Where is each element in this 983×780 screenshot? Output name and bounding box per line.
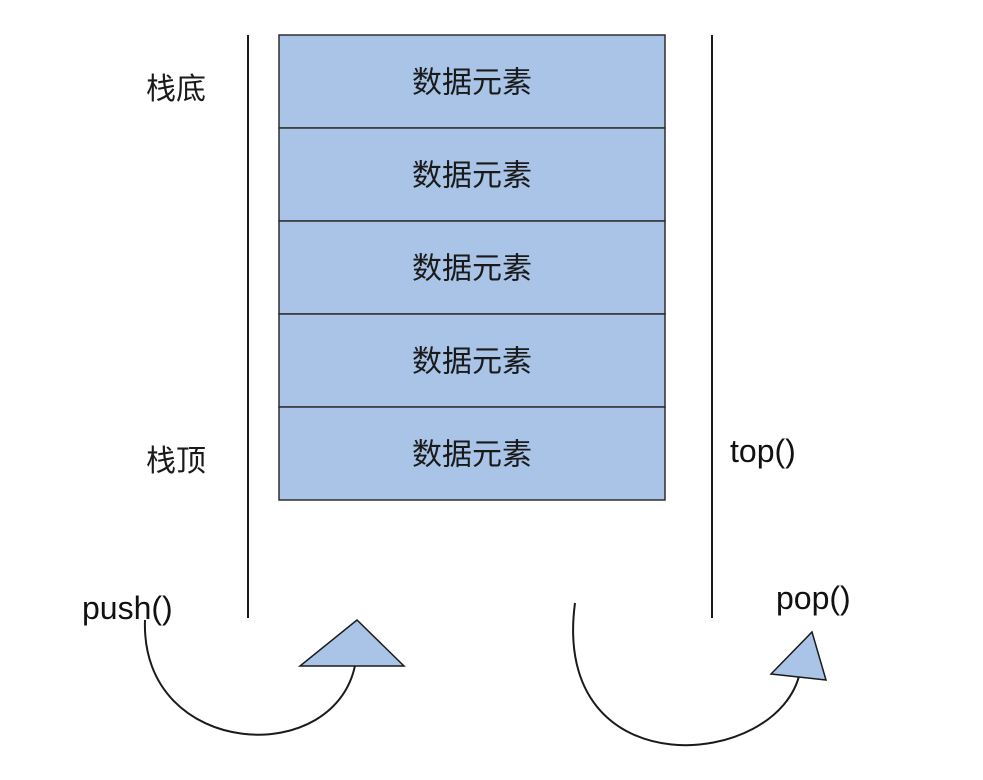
stack-cell-label: 数据元素: [412, 438, 532, 473]
stack-cell: [278, 406, 666, 501]
stack-cell-label: 数据元素: [412, 159, 532, 194]
stack-bottom-label: 栈底: [146, 72, 206, 107]
stack-top-label: 栈顶: [146, 444, 206, 479]
top-operation-label: top(): [730, 433, 796, 469]
pop-operation-label: pop(): [776, 580, 851, 616]
stack-cell: [278, 313, 666, 408]
stack-cell: [278, 220, 666, 315]
push-arrowhead: [297, 618, 406, 667]
stack-cell-label: 数据元素: [412, 345, 532, 380]
pop-arrow-curve: [572, 602, 801, 746]
stack-cell: [278, 127, 666, 222]
push-arrow-icon: [143, 618, 406, 736]
stack-cell-label: 数据元素: [412, 66, 532, 101]
push-operation-label: push(): [82, 590, 173, 626]
stack-cell-label: 数据元素: [412, 252, 532, 287]
stack-cell: [278, 34, 666, 129]
push-arrow-curve: [143, 619, 357, 736]
pop-arrowhead: [769, 630, 828, 681]
pop-arrow-icon: [572, 602, 828, 746]
